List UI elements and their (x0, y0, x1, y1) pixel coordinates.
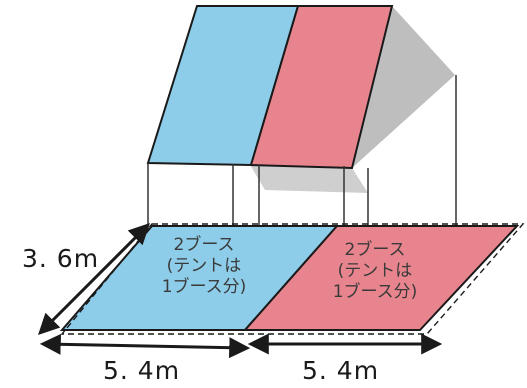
tent-roof-side-highlight (249, 163, 368, 193)
width-label-left: 5. 4m (103, 356, 181, 385)
booth-label-pink: 2ブース (テントは 1ブース分) (332, 240, 418, 302)
floor-booth-pink (242, 225, 520, 331)
depth-arrow (38, 223, 150, 335)
tent-roof-pink (249, 5, 394, 170)
depth-label: 3. 6m (22, 244, 100, 273)
width-label-right: 5. 4m (302, 356, 380, 385)
booth-label-blue: 2ブース (テントは 1ブース分) (161, 235, 247, 297)
width-arrow-left (39, 333, 251, 359)
